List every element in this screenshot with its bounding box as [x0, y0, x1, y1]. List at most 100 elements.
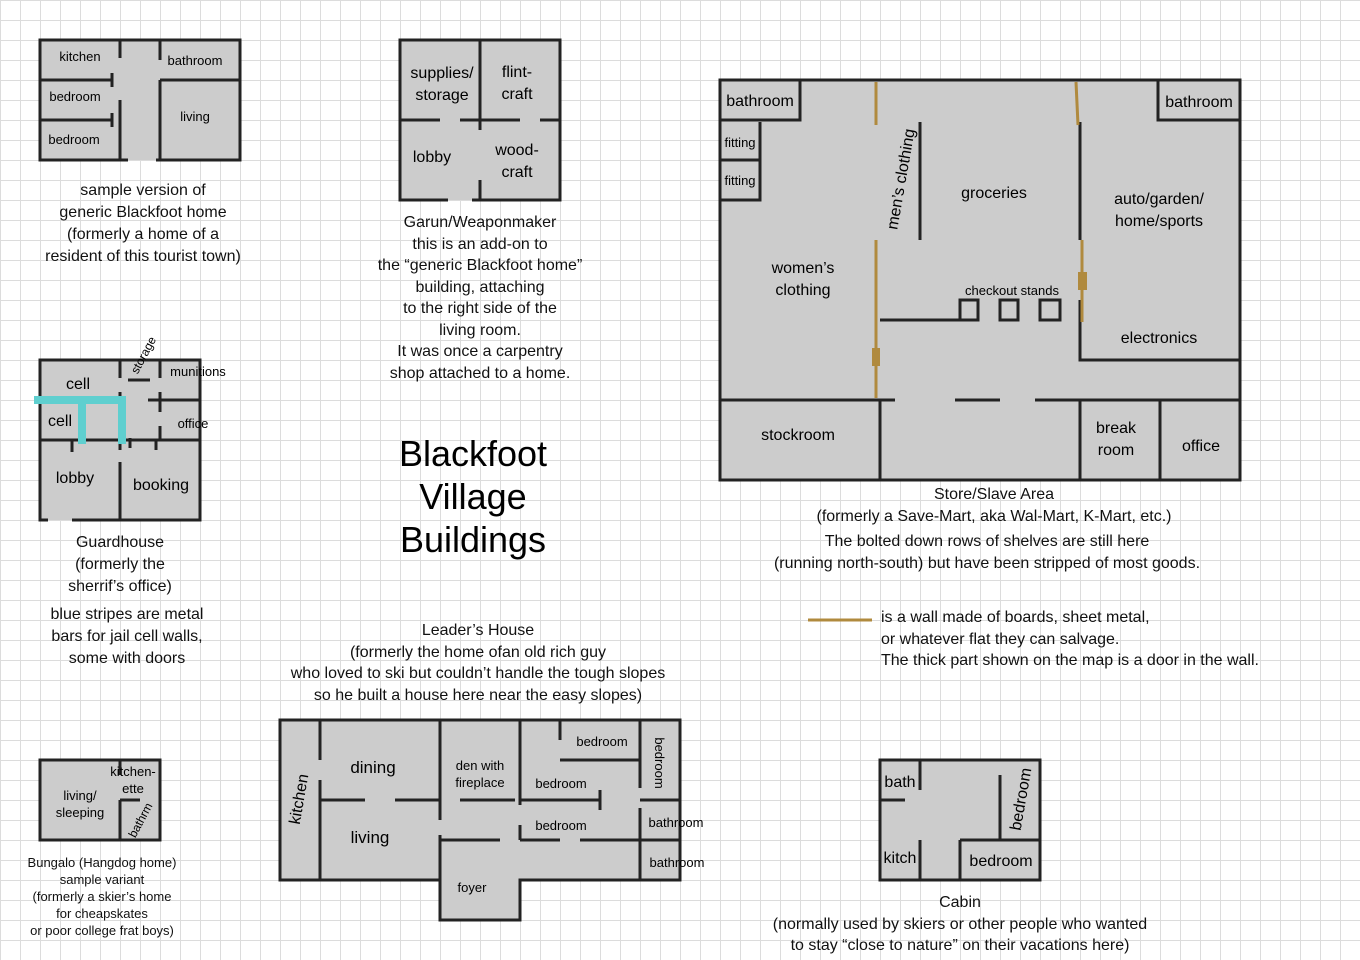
caption-line: Guardhouse: [75, 534, 165, 551]
jail-bars: [34, 396, 126, 444]
break-room-label: room: [1098, 442, 1134, 459]
legend-line: is a wall made of boards, sheet metal,: [881, 609, 1150, 626]
home-bedroom-label: bedroom: [49, 89, 100, 104]
guardhouse-office-label: office: [178, 416, 209, 431]
caption-line: building, attaching: [415, 278, 545, 296]
kitchenette-label: kitchen-: [110, 764, 156, 779]
fitting-room-label: fitting: [724, 173, 755, 188]
caption-line: this is an add-on to: [412, 235, 548, 253]
home-caption: sample version of generic Blackfoot home…: [20, 180, 266, 268]
cabin-walls: [878, 758, 1042, 882]
cabin-kitchen-label: kitch: [884, 850, 917, 867]
caption-line: It was once a carpentry: [397, 343, 563, 360]
caption-line: (normally used by skiers or other people…: [772, 915, 1148, 933]
cabin-bedroom-label: bedroom: [969, 853, 1032, 870]
page-title: Blackfoot Village Buildings: [360, 432, 586, 561]
leader-bathroom-label: bathroom: [650, 855, 705, 870]
caption-line: Bungalo (Hangdog home): [27, 855, 177, 870]
title-line: Village: [419, 476, 527, 517]
caption-line: shop attached to a home.: [389, 364, 571, 382]
home-floor: [40, 40, 240, 160]
groceries-label: groceries: [961, 185, 1027, 202]
store-bathroom-label: bathroom: [1165, 94, 1233, 111]
electronics-label: electronics: [1121, 330, 1197, 347]
fitting-room-label: fitting: [724, 135, 755, 150]
auto-garden-label: home/sports: [1115, 213, 1203, 230]
weaponmaker-caption: Garun/Weaponmaker this is an add-on to t…: [350, 212, 610, 384]
supplies-label: supplies/: [410, 65, 474, 82]
bungalo-caption: Bungalo (Hangdog home) sample variant (f…: [10, 854, 194, 939]
caption-line: (formerly a Save-Mart, aka Wal-Mart, K-M…: [816, 508, 1172, 525]
guardhouse-plan: cell cell storage munitions office lobby…: [34, 334, 226, 522]
leader-bathroom-label: bathroom: [649, 815, 704, 830]
leader-floor-foyer: [440, 840, 520, 920]
leader-bedroom-label: bedroom: [535, 776, 586, 791]
woodcraft-label: wood-: [494, 142, 539, 159]
living-sleeping-label: living/: [63, 788, 97, 803]
kitchenette-label: ette: [122, 781, 144, 796]
home-bathroom-label: bathroom: [168, 53, 223, 68]
home-walls: [38, 38, 242, 162]
caption-line: sample version of: [80, 182, 206, 199]
cabin-bath-label: bath: [884, 774, 915, 791]
caption-line: the “generic Blackfoot home”: [377, 257, 583, 274]
den-label: den with: [456, 758, 504, 773]
leader-bedroom-label: bedroom: [535, 818, 586, 833]
guardhouse-caption: Guardhouse (formerly the sherrif’s offic…: [40, 532, 200, 598]
caption-line: (formerly a home of a: [66, 226, 220, 243]
caption-line: to the right side of the: [403, 300, 557, 317]
leader-bedroom-label: bedroom: [652, 737, 667, 788]
foyer-label: foyer: [458, 880, 488, 895]
title-line: Buildings: [399, 519, 547, 560]
womens-clothing-label: women’s: [771, 260, 835, 277]
weaponmaker-walls: [398, 38, 562, 202]
leader-bedroom-label: bedroom: [576, 734, 627, 749]
bungalo-plan: living/ sleeping kitchen- ette bathrm: [38, 758, 162, 842]
store-floor: [720, 80, 1240, 480]
store-bathroom-label: bathroom: [726, 93, 794, 110]
caption-line: sample variant: [59, 872, 145, 887]
title-line: Blackfoot: [398, 433, 548, 474]
caption-line: bars for jail cell walls,: [51, 628, 203, 645]
living-sleeping-label: sleeping: [56, 805, 104, 820]
caption-line: some with doors: [68, 650, 186, 667]
caption-line: Store/Slave Area: [933, 486, 1055, 503]
guardhouse-lobby-label: lobby: [56, 470, 94, 487]
store-plan: bathroom bathroom fitting fitting men’s …: [718, 78, 1242, 482]
flintcraft-label: flint-: [502, 64, 532, 81]
caption-line: (formerly the: [75, 556, 165, 573]
cabin-plan: bath bedroom kitch bedroom: [878, 758, 1042, 882]
home-kitchen-label: kitchen: [59, 49, 100, 64]
board-wall-legend: is a wall made of boards, sheet metal, o…: [881, 607, 1259, 672]
cell-label: cell: [48, 413, 72, 430]
caption-line: resident of this tourist town): [45, 248, 241, 265]
caption-line: Garun/Weaponmaker: [403, 214, 557, 231]
store-office-label: office: [1182, 438, 1220, 455]
bungalo-walls: [38, 758, 162, 842]
auto-garden-label: auto/garden/: [1114, 191, 1204, 208]
caption-line: or poor college frat boys): [30, 923, 174, 938]
leader-caption: Leader’s House (formerly the home ofan o…: [260, 620, 696, 706]
caption-line: to stay “close to nature” on their vacat…: [790, 937, 1130, 954]
leader-walls: [278, 718, 682, 922]
stockroom-label: stockroom: [761, 427, 835, 444]
board-walls: [872, 81, 1087, 398]
legend-line: The thick part shown on the map is a doo…: [881, 652, 1259, 670]
caption-line: so he built a house here near the easy s…: [313, 686, 643, 704]
caption-line: who loved to ski but couldn’t handle the…: [290, 665, 666, 682]
store-walls: [718, 78, 1242, 482]
store-caption: Store/Slave Area (formerly a Save-Mart, …: [744, 484, 1244, 528]
supplies-label: storage: [415, 87, 468, 104]
caption-line: blue stripes are metal: [50, 606, 204, 623]
weaponmaker-plan: supplies/ storage flint- craft lobby woo…: [398, 38, 562, 202]
caption-line: generic Blackfoot home: [59, 204, 227, 221]
booking-label: booking: [133, 477, 189, 494]
woodcraft-label: craft: [501, 164, 533, 181]
legend-line: or whatever flat they can salvage.: [881, 630, 1120, 648]
break-room-label: break: [1096, 420, 1137, 437]
caption-line: Cabin: [939, 894, 981, 911]
store-note: The bolted down rows of shelves are stil…: [727, 531, 1247, 575]
weaponmaker-lobby-label: lobby: [413, 149, 451, 166]
cell-label: cell: [66, 376, 90, 393]
